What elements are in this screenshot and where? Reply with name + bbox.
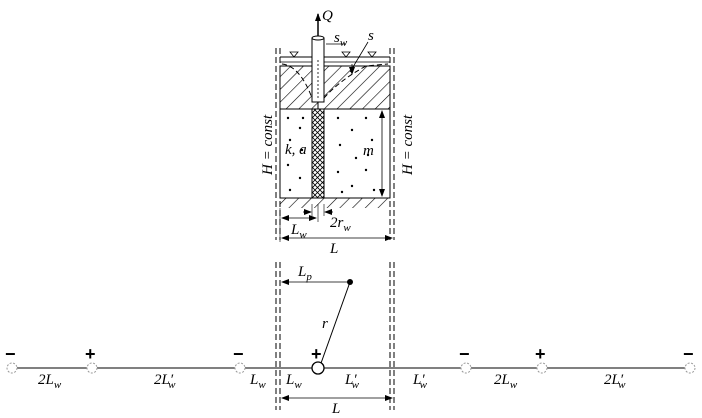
well-sign: − — [5, 344, 16, 364]
plan-view: Lp r L − + − + − + − 2Lw 2L′w Lw Lw L′w L′w 2Lw 2L′w — [5, 262, 696, 417]
aquifer-dots — [286, 116, 376, 194]
image-well — [6, 362, 18, 374]
well-screen — [311, 108, 325, 199]
label-h-right: H = const — [400, 114, 416, 176]
segment-label: 2L′w — [604, 372, 626, 391]
right-boundary — [389, 48, 395, 240]
well-sign: + — [85, 344, 96, 364]
aquifer-layer — [279, 108, 391, 199]
plan-left-boundary — [275, 262, 281, 410]
label-r: r — [322, 316, 328, 332]
segment-label: 2Lw — [38, 372, 62, 391]
well-sign: − — [459, 344, 470, 364]
image-well — [536, 362, 548, 374]
label-rw: 2rw — [330, 215, 351, 234]
water-table-marks — [289, 51, 377, 58]
well-sign: − — [233, 344, 244, 364]
well-sign: + — [535, 344, 546, 364]
left-boundary — [275, 48, 281, 240]
confining-layer — [279, 65, 391, 110]
real-well — [311, 361, 325, 375]
plan-right-boundary — [389, 262, 395, 410]
segment-label: L′w — [412, 372, 428, 391]
drawdown-curve — [281, 63, 389, 99]
image-well — [86, 362, 98, 374]
label-l-bottom: L — [331, 401, 340, 417]
r-line — [319, 281, 351, 367]
segment-label: L′w — [344, 372, 360, 391]
base-layer — [280, 198, 390, 208]
label-l-top: L — [329, 241, 338, 257]
segment-label: Lw — [285, 372, 302, 391]
label-ka: k, a — [285, 142, 307, 158]
segment-label: 2L′w — [154, 372, 176, 391]
label-q: Q — [322, 8, 333, 24]
well-sign: − — [683, 344, 694, 364]
label-lw-top: Lw — [290, 222, 307, 241]
label-h-left: H = const — [260, 114, 276, 176]
image-well — [684, 362, 696, 374]
label-m: m — [363, 143, 374, 159]
cross-section: Q sw s k, a m H = const H = const Lw 2rw… — [260, 8, 416, 257]
label-s: s — [368, 28, 374, 44]
image-wells: − + − + − + − 2Lw 2L′w Lw Lw L′w L′w 2Lw 2L′w — [5, 344, 696, 391]
well-sign: + — [311, 344, 322, 364]
segment-label: 2Lw — [494, 372, 518, 391]
image-well — [234, 362, 246, 374]
segment-label: Lw — [249, 372, 266, 391]
image-well — [460, 362, 472, 374]
label-sw: sw — [334, 30, 348, 49]
label-lp: Lp — [297, 264, 312, 283]
